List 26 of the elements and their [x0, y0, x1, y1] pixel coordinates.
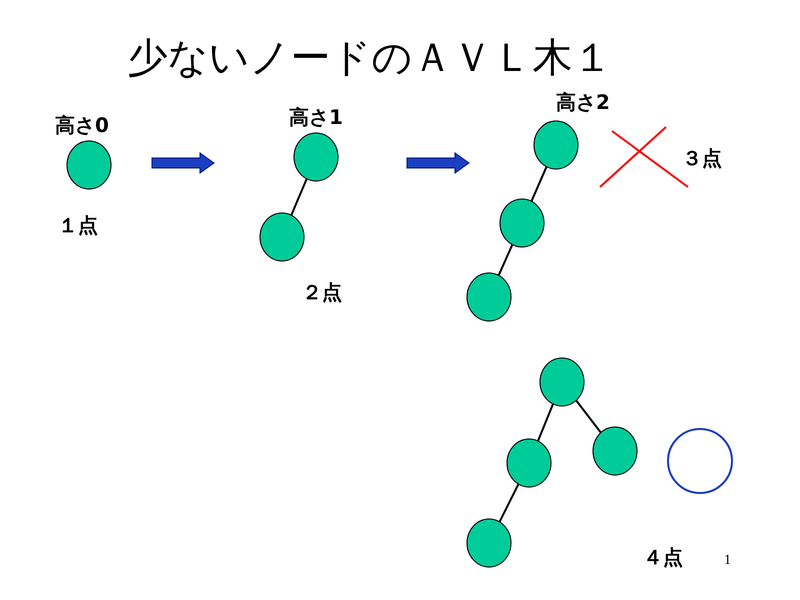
- tree-edge: [575, 400, 602, 434]
- tree-node: [66, 140, 112, 190]
- tree-node: [533, 120, 579, 170]
- tree-node: [466, 272, 512, 322]
- page-number: 1: [724, 553, 731, 569]
- empty-circle: [667, 428, 733, 494]
- tree-node: [466, 518, 512, 568]
- tree-node: [539, 357, 585, 407]
- score-label: ４点: [643, 544, 683, 571]
- tree-edge: [290, 178, 308, 216]
- height-label: 高さ0: [55, 112, 109, 139]
- tree-node: [592, 426, 638, 476]
- title: 少ないノードのＡＶＬ木１: [126, 34, 614, 83]
- score-label: ３点: [682, 145, 722, 172]
- tree-node: [506, 438, 552, 488]
- score-label: ２点: [302, 279, 342, 306]
- tree-edge: [498, 244, 514, 276]
- tree-edge: [498, 484, 520, 522]
- height-label: 高さ2: [556, 89, 610, 116]
- tree-node: [293, 132, 339, 182]
- tree-node: [259, 212, 305, 262]
- tree-node: [499, 198, 545, 248]
- tree-edge: [537, 404, 554, 442]
- score-label: １点: [58, 212, 98, 239]
- tree-edge: [530, 166, 548, 202]
- height-label: 高さ1: [289, 104, 343, 131]
